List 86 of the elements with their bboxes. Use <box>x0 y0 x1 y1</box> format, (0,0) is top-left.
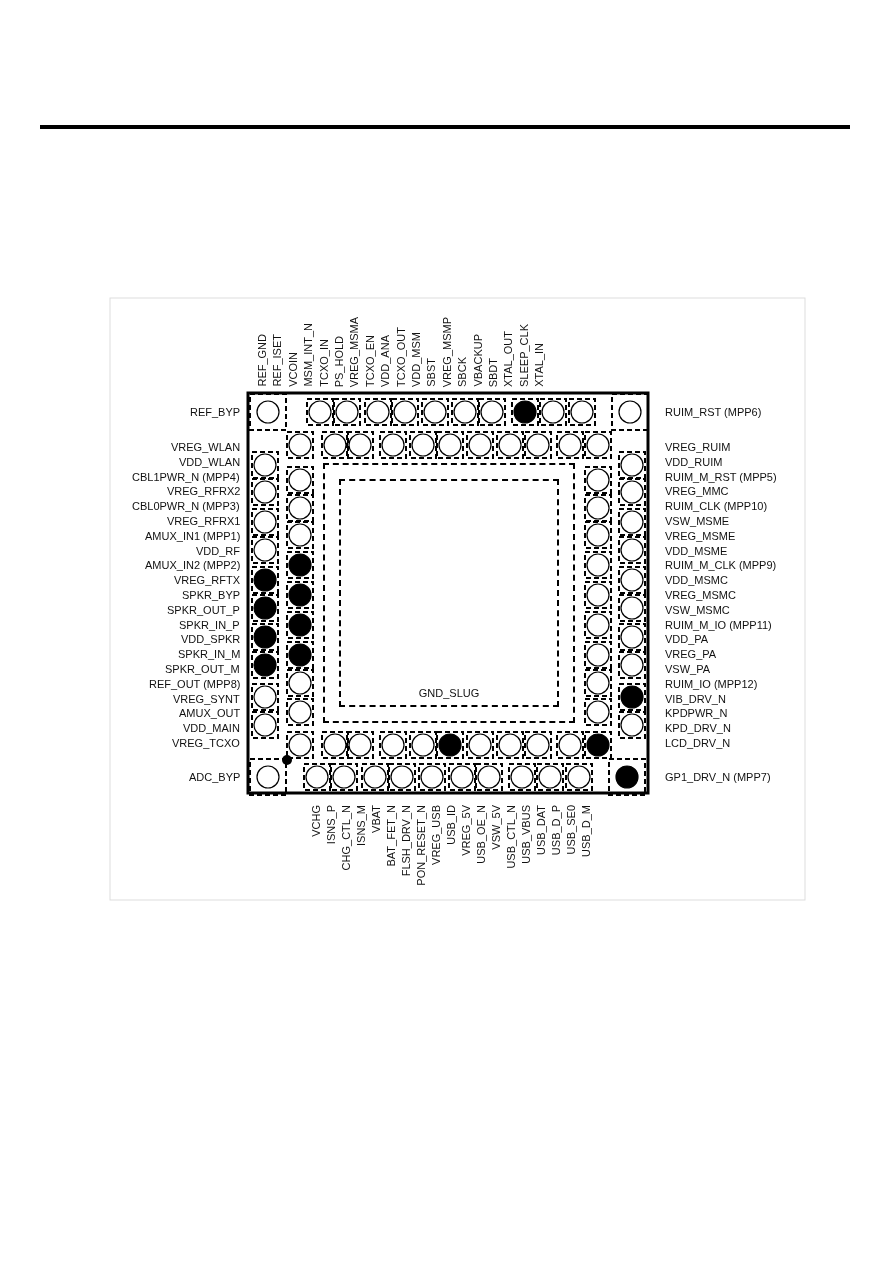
pin-label: USB_CTL_N <box>505 805 518 869</box>
pin-label: USB_D_P <box>550 805 563 856</box>
pin-label: VDD_MSMC <box>665 574 728 588</box>
pin-label: REF_BYP <box>190 406 241 419</box>
pin-label: TCXO_EN <box>363 335 377 387</box>
pin-label: VDD_RF <box>196 544 240 558</box>
pin-label: USB_DAT <box>535 805 548 855</box>
pin-label: VREG_WLAN <box>171 441 241 454</box>
pin-label: REF_ISET <box>271 334 285 387</box>
pin-label: RUIM_RST (MPP6) <box>665 406 762 419</box>
pin-label: ISNS_M <box>355 805 368 846</box>
pin-label: VREG_MSMC <box>665 589 736 602</box>
pin-label: VBACKUP <box>471 334 485 387</box>
pin-label: AMUX_OUT <box>179 707 241 721</box>
pin-label: LCD_DRV_N <box>665 737 731 750</box>
pin-label: VSW_PA <box>665 663 711 676</box>
pin-label: VIB_DRV_N <box>665 692 726 706</box>
pin-label: VDD_SPKR <box>181 633 241 647</box>
pad-label: GND_SLUG <box>417 687 481 700</box>
pin-label: VREG_MSMP <box>440 317 454 388</box>
pin-label: SPKR_OUT_P <box>167 603 240 617</box>
pin-label: BAT_FET_N <box>385 805 398 867</box>
pin-label: XTAL_IN <box>533 343 547 387</box>
pin-label: USB_OE_N <box>475 805 488 864</box>
pin-label: VDD_PA <box>665 633 709 647</box>
pin-label: VDD_MSM <box>410 332 423 387</box>
pin-label: TCXO_IN <box>317 339 331 387</box>
pin-label: PS_HOLD <box>333 336 346 388</box>
pin-label: USB_D_M <box>580 805 593 857</box>
pin-label: VSW_MSMC <box>665 603 730 617</box>
pin-label: RUIM_M_CLK (MPP9) <box>665 559 777 573</box>
pin-label: SPKR_IN_P <box>179 618 240 632</box>
pin-label: TCXO_OUT <box>394 327 408 387</box>
pin-label: VSW_MSME <box>665 515 730 528</box>
pin-label: VREG_RUIM <box>665 441 731 454</box>
pin-label: VDD_RUIM <box>665 455 723 469</box>
pin-label: VREG_5V <box>460 805 473 856</box>
pin-label: ADC_BYP <box>189 771 241 784</box>
pin-label: USB_VBUS <box>520 805 533 864</box>
ground-slug <box>323 463 575 723</box>
pin-label: USB_ID <box>445 805 458 845</box>
pin-label: GP1_DRV_N (MPP7) <box>665 771 771 784</box>
pin-label: CBL1PWR_N (MPP4) <box>132 470 240 484</box>
pin-label: VREG_USB <box>430 805 443 865</box>
pin-label: CBL0PWR_N (MPP3) <box>132 500 240 514</box>
pin-label: KPDPWR_N <box>665 707 728 721</box>
pin-label: VREG_RFTX <box>174 574 240 588</box>
pin-label: MSM_INT_N <box>302 323 316 387</box>
pin-label: VREG_MSMA <box>348 317 362 388</box>
pin-label: SBST <box>425 358 439 387</box>
pin-label: REF_OUT (MPP8) <box>149 677 241 691</box>
pin-label: SPKR_OUT_M <box>165 663 240 676</box>
pin-label: RUIM_M_RST (MPP5) <box>665 470 777 484</box>
pin-label: SBDT <box>487 358 500 388</box>
pin-label: FLSH_DRV_N <box>400 805 413 877</box>
pin-label: CHG_CTL_N <box>340 805 353 871</box>
pin-label: REF_GND <box>256 334 269 387</box>
pin-label: VCOIN <box>286 352 300 387</box>
pin-label: PON_RESET_N <box>415 805 428 886</box>
pin-label: VREG_PA <box>665 648 717 662</box>
pin-label: VREG_RFRX2 <box>167 485 241 499</box>
pin-label: VREG_MSME <box>665 529 736 543</box>
pin-label: ISNS_P <box>325 805 338 845</box>
pin-label: VSW_5V <box>490 805 503 850</box>
pin-label: RUIM_M_IO (MPP11) <box>665 618 772 632</box>
pin-label: SBCK <box>456 357 470 387</box>
pin-label: VREG_TCXO <box>172 737 240 750</box>
pin-label: RUIM_IO (MPP12) <box>665 677 758 691</box>
pin-label: VDD_WLAN <box>179 455 241 469</box>
pin-label: VDD_MSME <box>665 544 728 558</box>
pin-label: VCHG <box>310 805 323 837</box>
pin-label: AMUX_IN1 (MPP1) <box>145 529 241 543</box>
pin-label: VREG_RFRX1 <box>167 515 241 528</box>
pin-label: SPKR_IN_M <box>178 648 241 662</box>
pin-label: SPKR_BYP <box>182 589 241 602</box>
pin-label: VDD_ANA <box>379 335 393 387</box>
pin-label: VREG_SYNT <box>173 692 240 706</box>
pin-label: SLEEP_CLK <box>517 324 531 387</box>
pin-label: VREG_MMC <box>665 485 729 499</box>
pin-label: VDD_MAIN <box>183 722 240 736</box>
pin-label: AMUX_IN2 (MPP2) <box>145 559 241 573</box>
pin-label: USB_SE0 <box>565 805 578 855</box>
pin-label: KPD_DRV_N <box>665 722 731 736</box>
pin-label: XTAL_OUT <box>502 331 516 388</box>
pin-label: RUIM_CLK (MPP10) <box>665 500 768 514</box>
pin-label: VBAT <box>370 805 383 833</box>
